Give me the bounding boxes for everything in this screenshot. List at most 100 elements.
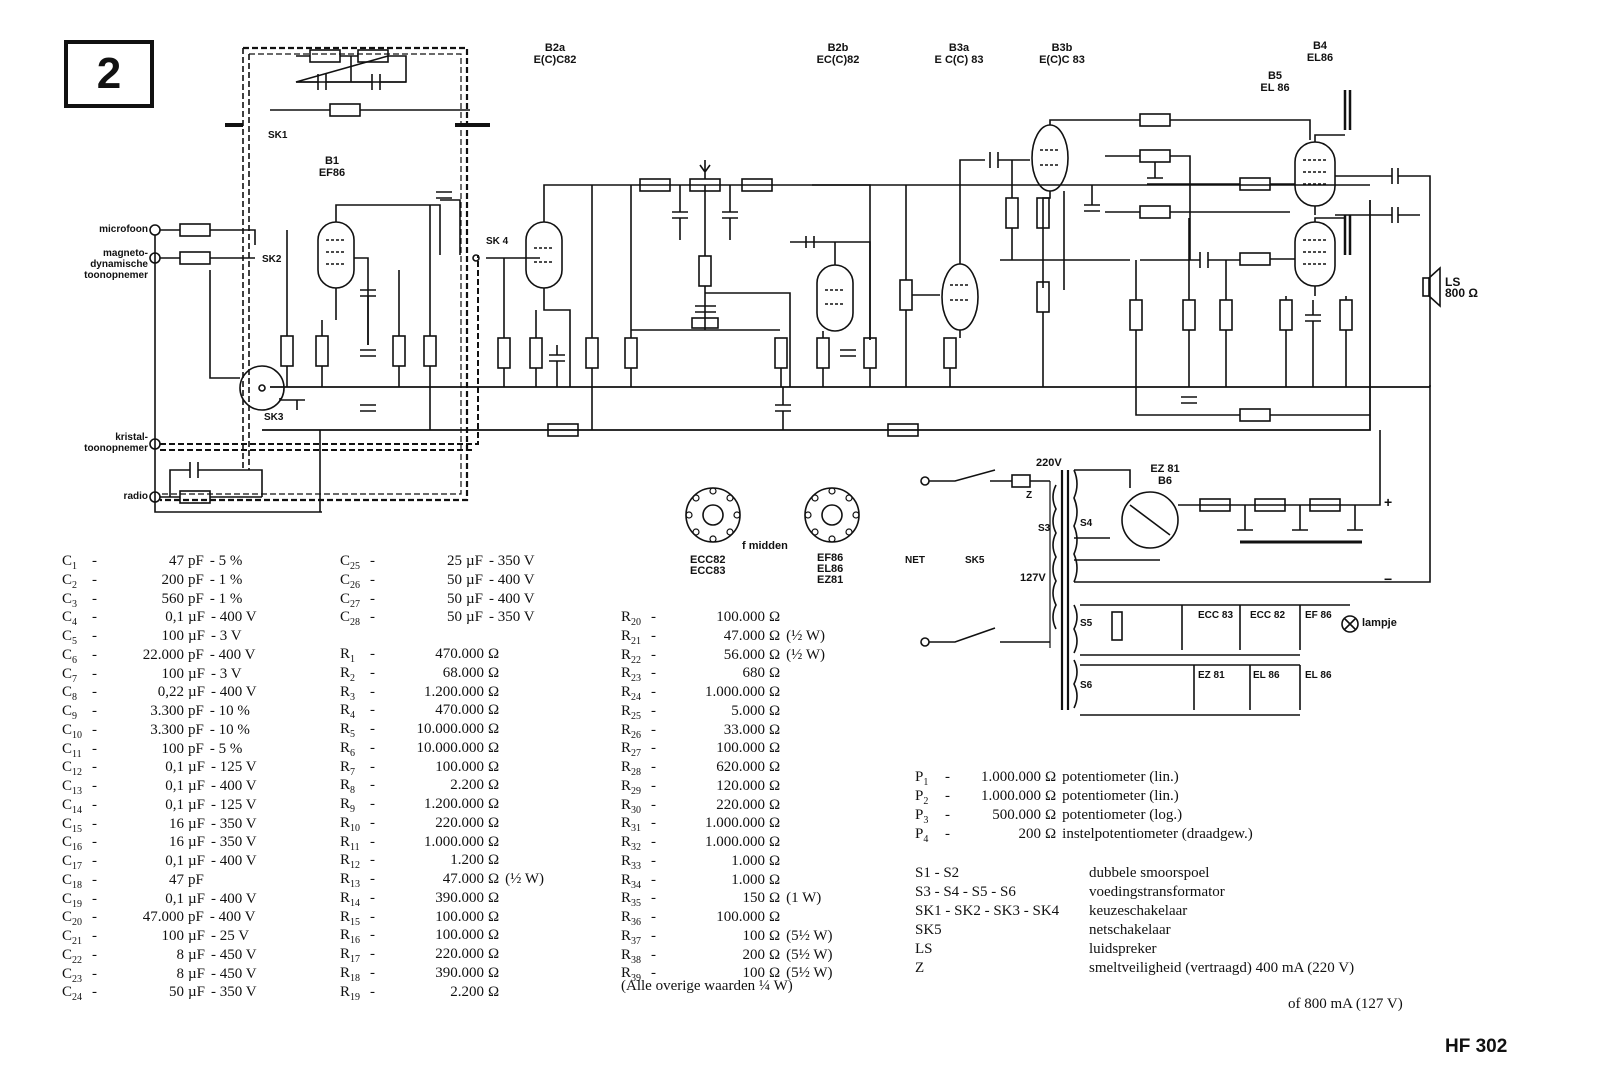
- part-symbol: C26: [340, 571, 370, 596]
- part-index: 39: [631, 973, 642, 985]
- part-unit: µF: [188, 609, 205, 626]
- part-index: 32: [631, 842, 642, 853]
- part-index: 34: [631, 879, 642, 891]
- part-symbol: R9: [340, 795, 370, 820]
- part-index: 21: [631, 635, 642, 647]
- label-s4: S4: [1080, 518, 1093, 529]
- part-unit: Ω: [488, 683, 500, 700]
- part-value: 500.000: [992, 807, 1041, 823]
- part-unit: Ω: [488, 833, 500, 850]
- part-letter: R: [621, 890, 632, 907]
- label-minus: −: [1384, 571, 1393, 587]
- part-symbol: C21: [62, 927, 92, 952]
- definition-key: SK5: [915, 922, 942, 938]
- part-unit: Ω: [488, 721, 500, 737]
- label-220v: 220V: [1036, 457, 1062, 469]
- part-letter: R: [340, 796, 351, 812]
- part-unit: Ω: [769, 665, 781, 682]
- part-index: 25: [350, 561, 361, 572]
- part-dash: -: [92, 946, 97, 963]
- part-unit: Ω: [769, 946, 781, 963]
- part-symbol: P3: [915, 806, 945, 830]
- part-symbol: C17: [62, 852, 92, 877]
- part-value: 100.000: [716, 909, 765, 925]
- part-symbol: R13: [340, 870, 370, 895]
- part-unit: µF: [188, 890, 205, 907]
- part-symbol: C3: [62, 590, 92, 615]
- part-unit: Ω: [769, 759, 781, 775]
- part-dash: -: [651, 609, 656, 625]
- part-extra: - 5 %: [209, 553, 243, 569]
- part-symbol: R4: [340, 701, 370, 726]
- part-index: 37: [631, 935, 642, 947]
- part-index: 33: [631, 860, 642, 872]
- part-unit: µF: [188, 665, 205, 682]
- part-dash: -: [370, 739, 375, 756]
- part-symbol: C13: [62, 777, 92, 802]
- part-value: 100.000: [435, 908, 484, 925]
- part-unit: µF: [188, 815, 205, 832]
- part-unit: Ω: [769, 965, 781, 982]
- part-index: 7: [72, 673, 78, 685]
- part-unit: µF: [188, 965, 205, 982]
- part-extra: - 350 V: [211, 834, 257, 851]
- part-value: 56.000: [723, 646, 765, 663]
- part-extra: - 25 V: [211, 928, 250, 944]
- part-value: 2.200: [450, 777, 484, 794]
- label-s3: S3: [1038, 523, 1051, 534]
- part-unit: µF: [188, 834, 205, 851]
- part-letter: R: [621, 759, 632, 775]
- part-value: 25: [447, 553, 462, 569]
- part-index: 4: [350, 710, 356, 722]
- part-unit: Ω: [488, 964, 500, 981]
- part-value: 47: [169, 871, 184, 888]
- label-fil-ecc83: ECC 83: [1198, 610, 1234, 621]
- part-description: potentiometer (log.): [1062, 807, 1183, 823]
- part-value: 470.000: [435, 702, 484, 719]
- part-symbol: R24: [621, 683, 651, 708]
- part-letter: R: [621, 665, 632, 682]
- part-index: 29: [631, 785, 642, 797]
- part-extra: - 400 V: [211, 684, 257, 701]
- part-dash: -: [92, 871, 97, 888]
- part-dash: -: [370, 852, 375, 869]
- part-value: 33.000: [723, 721, 765, 738]
- part-value: 470.000: [435, 646, 484, 662]
- part-symbol: R38: [621, 946, 651, 971]
- part-dash: -: [92, 609, 97, 626]
- part-index: 16: [72, 842, 83, 854]
- definition-key: SK1 - SK2 - SK3 - SK4: [915, 903, 1060, 919]
- label-sk5: SK5: [965, 555, 985, 566]
- input-microfoon: microfoon: [99, 224, 148, 235]
- part-letter: R: [340, 777, 351, 794]
- part-letter: R: [340, 721, 351, 737]
- part-symbol: R31: [621, 814, 651, 839]
- part-dash: -: [370, 758, 375, 775]
- part-letter: C: [62, 946, 73, 963]
- part-letter: R: [340, 927, 351, 944]
- part-dash: -: [370, 571, 375, 588]
- part-index: 24: [631, 692, 642, 703]
- part-dash: -: [370, 553, 375, 569]
- part-value: 560: [161, 590, 185, 607]
- part-letter: C: [340, 571, 351, 588]
- part-dash: -: [370, 927, 375, 944]
- part-letter: R: [621, 909, 632, 925]
- part-value: 0,1: [165, 609, 184, 626]
- part-dash: -: [370, 833, 375, 850]
- part-dash: -: [651, 702, 656, 719]
- socket-label-f-midden: f midden: [742, 540, 788, 552]
- part-index: 21: [72, 936, 83, 947]
- part-value: 680: [742, 665, 766, 682]
- part-letter: C: [340, 590, 351, 607]
